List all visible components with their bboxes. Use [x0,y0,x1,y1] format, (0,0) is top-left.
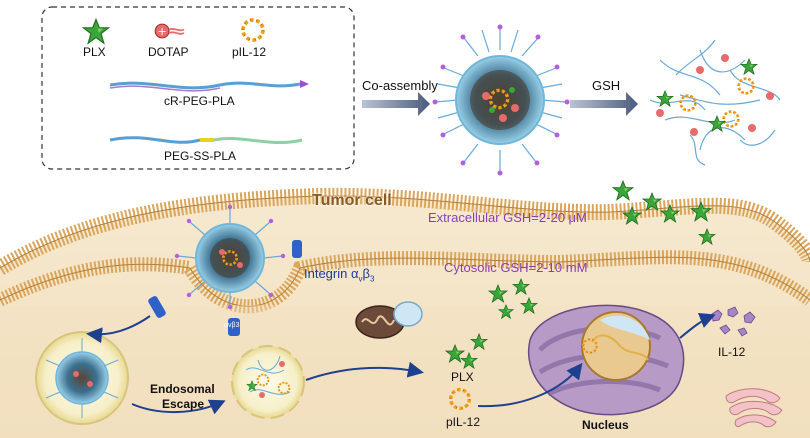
pil12-label: pIL-12 [446,415,481,429]
release-arrow [305,361,424,381]
expression-arrow [679,313,716,339]
cytosolic-gsh-label: Cytosolic GSH=2-10 mM [444,260,588,275]
legend-pil12-label: pIL-12 [232,45,267,59]
plx-star-icon [82,18,110,44]
legend-box [41,6,355,170]
pegsspla-polymer-icon [109,136,201,144]
disassembled-nanoparticle [649,39,781,166]
plx-label: PLX [451,370,474,384]
legend-dotap-label: DOTAP [148,45,189,59]
escaping-endosome [231,345,305,419]
legend-plx-label: PLX [83,45,106,59]
tumor-cell-label: Tumor cell [312,192,392,209]
receptor-tag-label: αvβ3 [224,322,240,329]
il12-label: IL-12 [718,345,746,359]
nucleus-label: Nucleus [582,418,629,432]
gsh-arrow [570,92,638,116]
legend-pegsspla-label: PEG-SS-PLA [164,149,237,163]
coassembly-label: Co-assembly [362,78,438,93]
gsh-label: GSH [592,78,621,93]
pil12-plasmid-icon [241,18,265,42]
receptor-internal [228,318,240,336]
plx-star-extracellular [612,180,634,201]
nuclear-entry-arrow [477,362,583,408]
extracellular-gsh-label: Extracellular GSH=2-20 μM [428,210,587,225]
golgi-apparatus [725,388,783,428]
nucleus [527,304,685,416]
internalization-arrow [86,315,151,344]
legend-crpegpla-label: cR-PEG-PLA [164,94,235,108]
dotap-lipid-icon [154,23,186,40]
endosome [35,331,129,425]
endosomal-label: Endosomal [150,382,215,396]
coassembly-arrow [362,92,430,116]
crpegpla-polymer-icon [109,81,301,90]
mitochondrion [355,301,423,339]
integrin-receptor [292,240,302,258]
integrin-label: Integrin αvβ3 [304,266,375,284]
nanoparticle-binding [174,204,286,310]
escape-label: Escape [162,397,205,411]
endosomal-escape-arrow [131,399,226,415]
assembled-nanoparticle [432,24,570,176]
